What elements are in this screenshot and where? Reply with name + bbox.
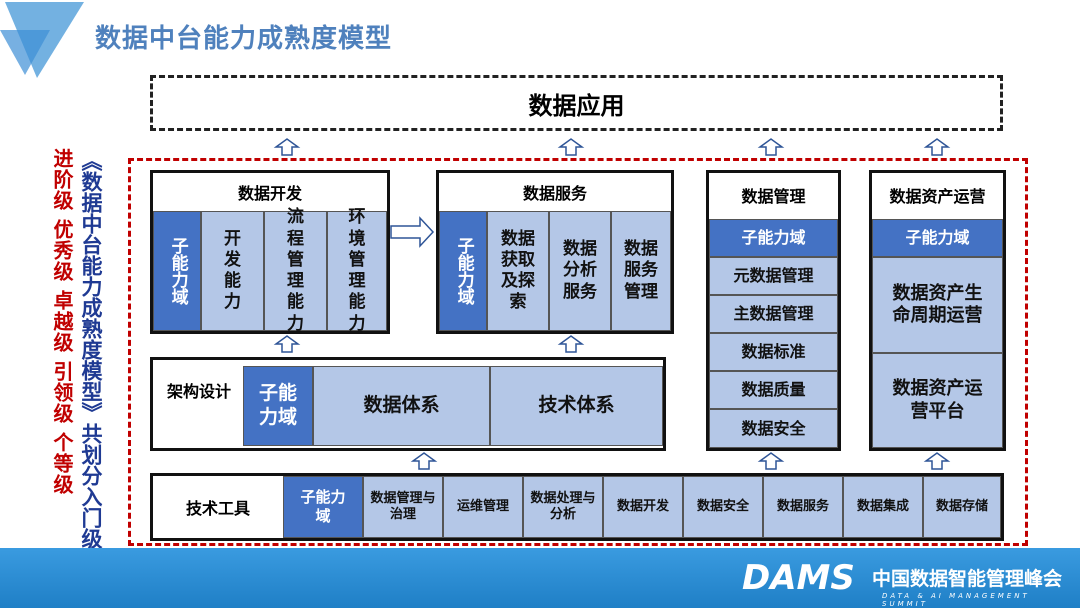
sub-domain-cell: 子能力域: [243, 366, 313, 446]
asset-ops-box: 数据资产运营 子能力域 数据资产生命周期运营 数据资产运营平台: [869, 170, 1006, 451]
tech-tools-label: 技术工具: [185, 499, 250, 518]
data-analysis-cell: 数据分析服务: [549, 211, 611, 331]
data-dev-box: 数据开发 子能力域 开发能力 流程管理能力 环境管理能力: [150, 170, 390, 334]
data-quality-cell: 数据质量: [709, 371, 838, 409]
asset-lifecycle-cell: 数据资产生命周期运营: [872, 257, 1003, 353]
data-mgmt-title: 数据管理: [741, 187, 806, 206]
summit-name: 中国数据智能管理峰会: [872, 568, 1063, 590]
data-service-title: 数据服务: [522, 184, 587, 203]
tool-cell: 运维管理: [443, 476, 523, 538]
asset-platform-cell: 数据资产运营平台: [872, 353, 1003, 448]
tool-cell: 数据处理与分析: [523, 476, 603, 538]
metadata-mgmt-cell: 元数据管理: [709, 257, 838, 295]
architecture-label: 架构设计: [166, 382, 231, 401]
process-mgmt-cell: 流程管理能力: [264, 207, 327, 334]
summit-subtitle: DATA & AI MANAGEMENT SUMMIT: [882, 592, 1030, 608]
sub-domain-cell: 子能力域: [439, 211, 487, 331]
sub-domain-cell: 子能力域: [153, 211, 201, 331]
asset-ops-title: 数据资产运营: [889, 187, 986, 206]
dams-logo: DAMS: [742, 558, 855, 598]
tech-system-cell: 技术体系: [490, 366, 663, 446]
data-application-layer: 数据应用: [150, 75, 1003, 131]
page-title: 数据中台能力成熟度模型: [95, 24, 393, 54]
data-service-mgmt-cell: 数据服务管理: [611, 211, 671, 331]
sub-domain-cell: 子能力域: [872, 219, 1003, 257]
side-levels: 进阶级 优秀级 卓越级 引领级 个等级: [50, 148, 74, 495]
data-system-cell: 数据体系: [313, 366, 490, 446]
logo-triangles-icon: [0, 2, 84, 78]
tool-cell: 数据服务: [763, 476, 843, 538]
capability-region: [128, 158, 1028, 546]
tech-tools-box: 技术工具 子能力域 数据管理与治理 运维管理 数据处理与分析 数据开发 数据安全…: [150, 473, 1004, 541]
dev-capability-cell: 开发能力: [201, 211, 264, 331]
sub-domain-cell: 子能力域: [709, 219, 838, 257]
tool-cell: 数据开发: [603, 476, 683, 538]
data-acquire-cell: 数据获取及探索: [487, 211, 549, 331]
data-standard-cell: 数据标准: [709, 333, 838, 371]
tool-cell: 数据安全: [683, 476, 763, 538]
data-service-box: 数据服务 子能力域 数据获取及探索 数据分析服务 数据服务管理: [436, 170, 674, 334]
data-dev-title: 数据开发: [237, 184, 302, 203]
data-mgmt-box: 数据管理 子能力域 元数据管理 主数据管理 数据标准 数据质量 数据安全: [706, 170, 841, 451]
data-security-cell: 数据安全: [709, 409, 838, 448]
footer-banner: DAMS 中国数据智能管理峰会 DATA & AI MANAGEMENT SUM…: [0, 548, 1080, 608]
side-description: 《数据中台能力成熟度模型》共划分入门级: [79, 150, 103, 549]
env-mgmt-cell: 环境管理能力: [327, 207, 387, 334]
tool-cell: 数据存储: [923, 476, 1001, 538]
architecture-box: 架构设计 子能力域 数据体系 技术体系: [150, 357, 666, 451]
tool-cell: 数据集成: [843, 476, 923, 538]
master-data-cell: 主数据管理: [709, 295, 838, 333]
sub-domain-cell: 子能力域: [283, 476, 363, 538]
tool-cell: 数据管理与治理: [363, 476, 443, 538]
